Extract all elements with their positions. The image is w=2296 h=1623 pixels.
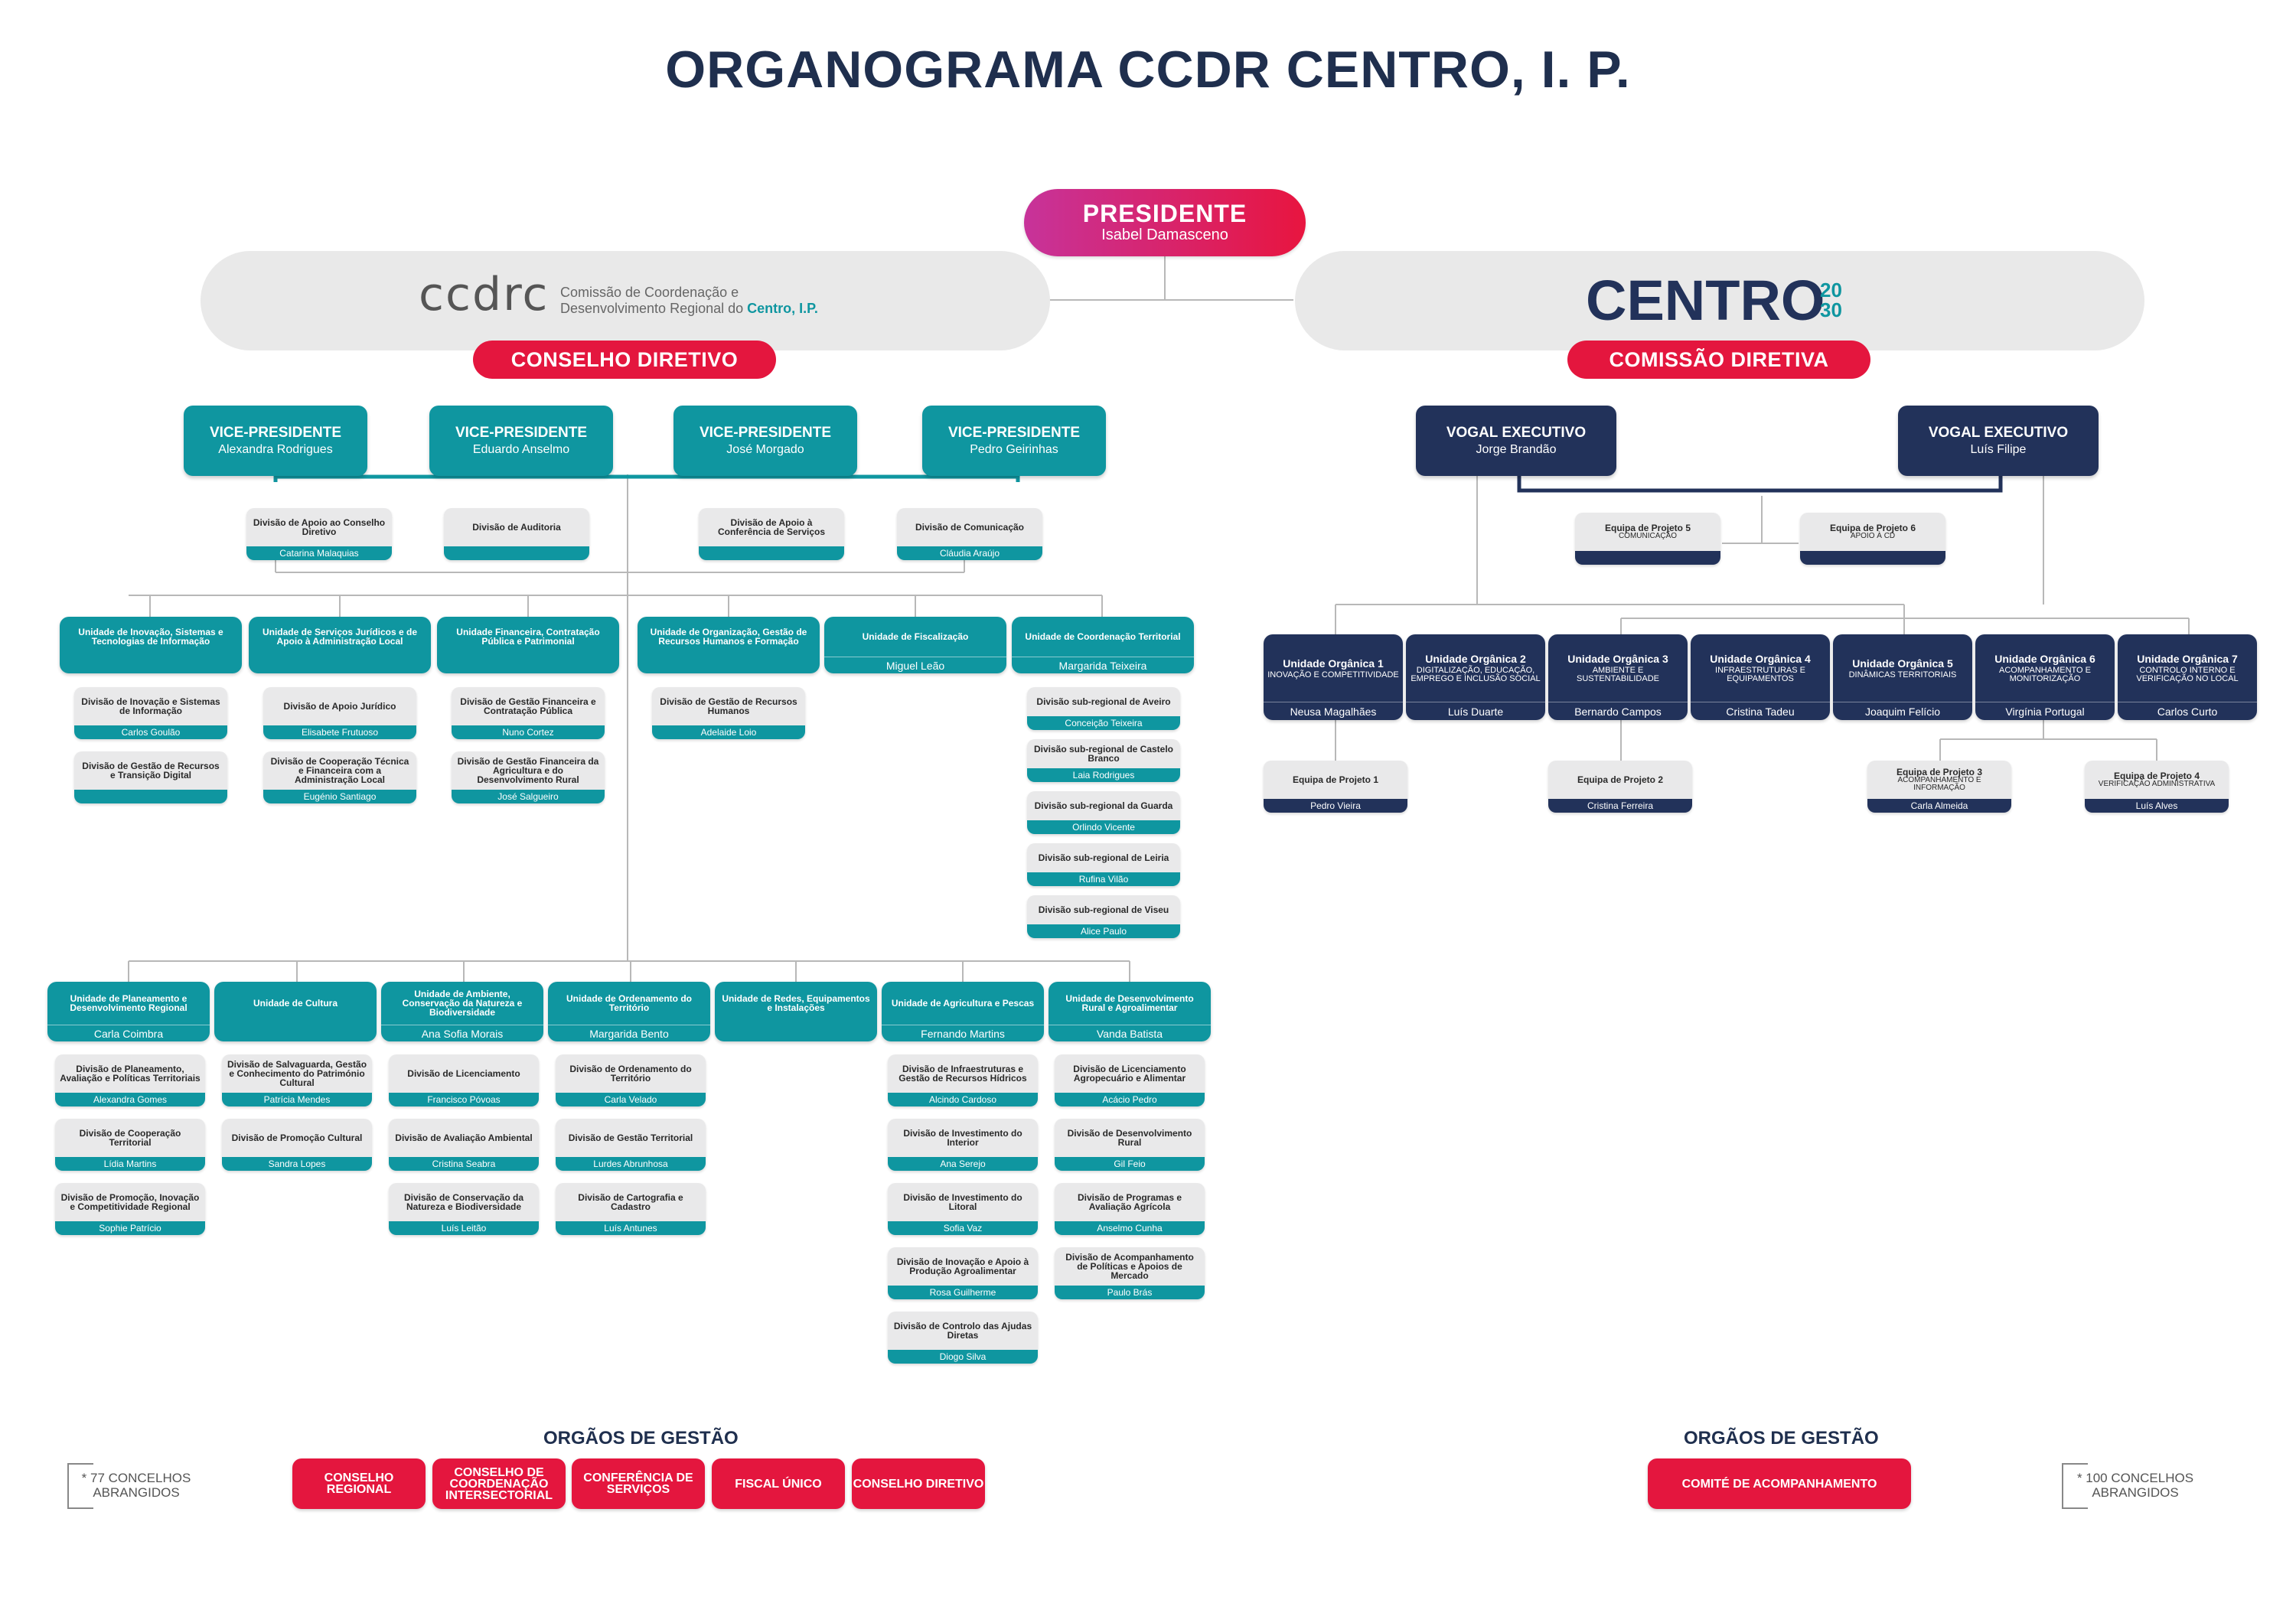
orgao-button: CONSELHO DIRETIVO	[852, 1458, 985, 1509]
unit-box: Unidade de Desenvolvimento Rural e Agroa…	[1049, 982, 1211, 1041]
division-card: Divisão de Promoção, Inovação e Competit…	[55, 1183, 205, 1235]
conselho-diretivo-label: CONSELHO DIRETIVO	[473, 341, 776, 379]
orgao-button: CONSELHO REGIONAL	[292, 1458, 426, 1509]
orgao-button: CONSELHO DE COORDENAÇÃO INTERSECTORIAL	[432, 1458, 566, 1509]
president-box: PRESIDENTE Isabel Damasceno	[1024, 189, 1306, 256]
unit-box: Unidade de Serviços Jurídicos e de Apoio…	[249, 617, 431, 673]
orgao-button: CONFERÊNCIA DE SERVIÇOS	[572, 1458, 705, 1509]
comissao-diretiva-label: COMISSÃO DIRETIVA	[1567, 341, 1870, 379]
division-card: Divisão de Infraestruturas e Gestão de R…	[888, 1054, 1038, 1106]
ccdrc-logo-panel: ccdrc Comissão de Coordenação e Desenvol…	[201, 251, 1050, 350]
unit-box: Unidade Financeira, Contratação Pública …	[437, 617, 619, 673]
division-card: Divisão de Inovação e Apoio à Produção A…	[888, 1247, 1038, 1299]
support-division-card: Divisão de Apoio à Conferência de Serviç…	[699, 508, 844, 560]
note-left: * 77 CONCELHOS ABRANGIDOS	[81, 1471, 191, 1500]
note-bracket	[2062, 1463, 2088, 1509]
division-card: Divisão de Salvaguarda, Gestão e Conheci…	[222, 1054, 372, 1106]
division-card: Divisão de Programas e Avaliação Agrícol…	[1055, 1183, 1205, 1235]
division-card: Divisão de Conservação da Natureza e Bio…	[389, 1183, 539, 1235]
division-card: Divisão de Gestão Financeira e Contrataç…	[452, 687, 605, 739]
note-bracket	[67, 1463, 93, 1509]
unit-box: Unidade de Organização, Gestão de Recurs…	[638, 617, 820, 673]
unit-box: Unidade de Planeamento e Desenvolvimento…	[47, 982, 210, 1041]
division-card: Divisão de Gestão Financeira da Agricult…	[452, 751, 605, 803]
note-right: * 100 CONCELHOS ABRANGIDOS	[2076, 1471, 2194, 1500]
division-card: Divisão de Acompanhamento de Políticas e…	[1055, 1247, 1205, 1299]
support-division-card: Divisão de Auditoria	[444, 508, 589, 560]
unit-box: Unidade de Ambiente, Conservação da Natu…	[381, 982, 543, 1041]
unit-box: Unidade de Inovação, Sistemas e Tecnolog…	[60, 617, 242, 673]
division-card: Divisão de Inovação e Sistemas de Inform…	[74, 687, 227, 739]
ccdrc-logo: ccdrc	[419, 268, 550, 321]
orgao-button: COMITÉ DE ACOMPANHAMENTO	[1648, 1458, 1911, 1509]
unit-box: Unidade de Redes, Equipamentos e Instala…	[715, 982, 877, 1041]
orgaos-heading-left: ORGÃOS DE GESTÃO	[543, 1428, 739, 1449]
division-card: Divisão de Cooperação Técnica e Financei…	[263, 751, 416, 803]
ccdrc-description: Comissão de Coordenação e Desenvolviment…	[560, 285, 818, 316]
unit-box: Unidade de Cultura	[214, 982, 377, 1041]
division-card: Divisão de Gestão de Recursos e Transiçã…	[74, 751, 227, 803]
division-card: Divisão de Licenciamento Agropecuário e …	[1055, 1054, 1205, 1106]
orgaos-heading-right: ORGÃOS DE GESTÃO	[1684, 1428, 1879, 1449]
centro2030-logo: CENTRO	[1586, 269, 1825, 332]
orgao-button: FISCAL ÚNICO	[712, 1458, 845, 1509]
division-card: Divisão de Planeamento, Avaliação e Polí…	[55, 1054, 205, 1106]
page-title: ORGANOGRAMA CCDR CENTRO, I. P.	[665, 41, 1631, 99]
